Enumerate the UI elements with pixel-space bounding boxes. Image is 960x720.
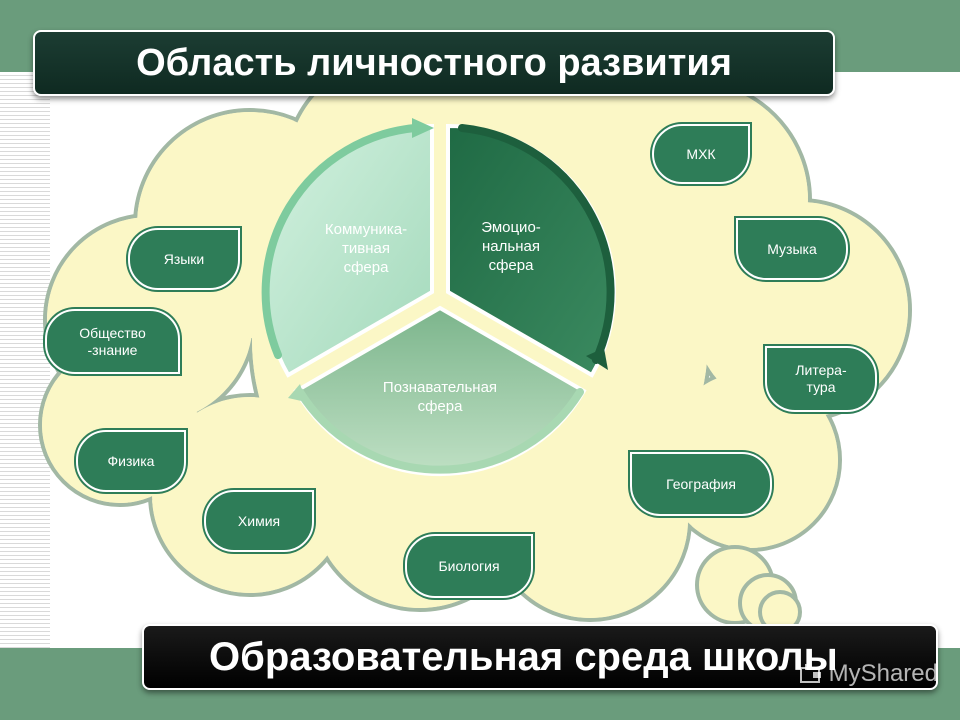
arrowhead-icon [412, 118, 434, 138]
subject-bubble-languages: Языки [128, 228, 240, 290]
slide-footer: Образовательная среда школы [142, 624, 938, 690]
thought-tail [695, 545, 802, 634]
watermark-logo-icon [799, 664, 821, 683]
arrowhead-icon [288, 384, 306, 402]
watermark-text: MyShared [828, 660, 938, 687]
arrow-arc-icon [261, 124, 419, 359]
subject-bubble-chemistry: Химия [204, 490, 314, 552]
arrow-arc-icon [296, 388, 584, 474]
subject-bubble-geography: География [630, 452, 772, 516]
subject-bubble-music: Музыка [736, 218, 848, 280]
left-hatch-decoration [0, 72, 50, 652]
slide-title: Область личностного развития [33, 30, 835, 96]
spheres-circle [261, 118, 617, 476]
arrowhead-icon [586, 348, 608, 370]
subject-bubble-literature: Литера-тура [765, 346, 877, 412]
subject-bubble-mhk: МХК [652, 124, 750, 184]
subject-bubble-biology: Биология [405, 534, 533, 598]
subject-bubble-social-studies: Общество-знание [45, 309, 180, 374]
subject-bubble-physics: Физика [76, 430, 186, 492]
arrow-arc-icon [458, 124, 615, 364]
watermark: MyShared [799, 660, 938, 688]
